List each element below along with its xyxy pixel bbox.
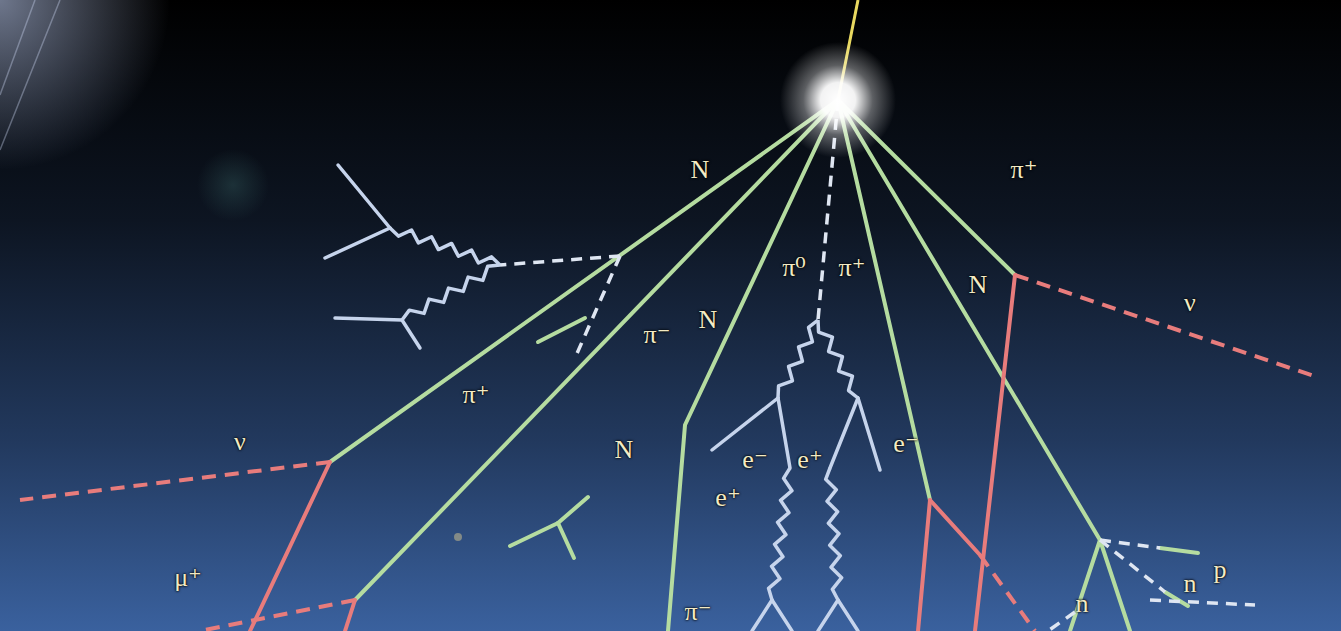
electron-track bbox=[402, 320, 420, 348]
hadron-track bbox=[1160, 548, 1198, 553]
electron-track bbox=[338, 165, 390, 228]
lepton-track bbox=[930, 500, 980, 555]
photon-line bbox=[818, 320, 858, 398]
photon-line bbox=[390, 228, 500, 265]
particle-label: π⁰ bbox=[782, 254, 806, 283]
particle-label: p bbox=[1214, 556, 1227, 585]
electron-track bbox=[772, 600, 792, 631]
particle-label: N bbox=[969, 271, 988, 300]
hadron-track bbox=[1070, 540, 1100, 631]
hadron-track bbox=[838, 100, 930, 500]
particle-label: N bbox=[699, 306, 718, 335]
hadron-track bbox=[330, 100, 1198, 631]
particle-label: π⁻ bbox=[685, 598, 712, 627]
particle-label: π⁺ bbox=[839, 254, 866, 283]
neutral-track bbox=[1048, 612, 1075, 631]
hadron-track bbox=[558, 523, 574, 558]
electron-track bbox=[818, 600, 838, 631]
flare-streak bbox=[0, 0, 60, 150]
particle-label: n bbox=[1076, 590, 1089, 619]
particle-label: N bbox=[615, 436, 634, 465]
photon-line bbox=[390, 228, 858, 600]
neutrino-track bbox=[20, 462, 330, 500]
neutrino-track bbox=[980, 555, 1035, 631]
lepton-track bbox=[250, 462, 330, 631]
neutral-track bbox=[1100, 540, 1160, 548]
electron-track bbox=[752, 600, 772, 631]
particle-label: e⁺ bbox=[797, 446, 822, 475]
neutral-track bbox=[1150, 600, 1255, 605]
neutral-track bbox=[500, 100, 1255, 631]
particle-label: π⁺ bbox=[463, 381, 490, 410]
neutral-track bbox=[575, 256, 620, 358]
particle-label: n bbox=[1184, 570, 1197, 599]
photon-line bbox=[769, 468, 792, 600]
particle-label: μ⁺ bbox=[174, 564, 202, 593]
lepton-track bbox=[250, 275, 1015, 631]
lens-flare bbox=[0, 0, 170, 170]
electron-track bbox=[830, 398, 858, 468]
photon-line bbox=[778, 320, 818, 398]
electron-track bbox=[838, 600, 858, 631]
hadron-track bbox=[558, 497, 588, 523]
particle-label: e⁺ bbox=[715, 484, 740, 513]
lepton-track bbox=[918, 500, 930, 631]
hadron-track bbox=[838, 100, 1100, 540]
particle-label: π⁻ bbox=[644, 321, 671, 350]
neutrino-track bbox=[200, 600, 355, 631]
neutral-track bbox=[1100, 540, 1165, 592]
lepton-track bbox=[345, 600, 355, 631]
particle-label: e⁻ bbox=[742, 446, 767, 475]
hadron-track bbox=[538, 318, 585, 342]
photon-line bbox=[826, 468, 842, 600]
hadron-track bbox=[510, 523, 558, 546]
particle-label: π⁺ bbox=[1011, 156, 1038, 185]
lens-flare bbox=[197, 149, 269, 221]
particle-label: ν bbox=[234, 428, 246, 457]
electron-track bbox=[325, 165, 880, 631]
particle-label: ν bbox=[1184, 289, 1196, 318]
neutrino-track bbox=[20, 275, 1320, 631]
electron-track bbox=[778, 398, 790, 468]
collision-glow bbox=[780, 42, 896, 158]
neutral-track bbox=[500, 256, 620, 265]
electron-track bbox=[712, 398, 778, 450]
lens-flare bbox=[454, 533, 462, 541]
hadron-track bbox=[355, 100, 838, 600]
hadron-track bbox=[668, 100, 838, 631]
photon-line bbox=[402, 265, 500, 320]
particle-label: e⁻ bbox=[893, 430, 918, 459]
electron-track bbox=[325, 228, 390, 258]
electron-track bbox=[335, 318, 402, 320]
flare-streak bbox=[0, 0, 35, 95]
particle-label: N bbox=[691, 156, 710, 185]
hadron-track bbox=[330, 100, 838, 462]
neutrino-track bbox=[1015, 275, 1320, 378]
flare-streak bbox=[0, 0, 60, 150]
electron-track bbox=[858, 398, 880, 470]
